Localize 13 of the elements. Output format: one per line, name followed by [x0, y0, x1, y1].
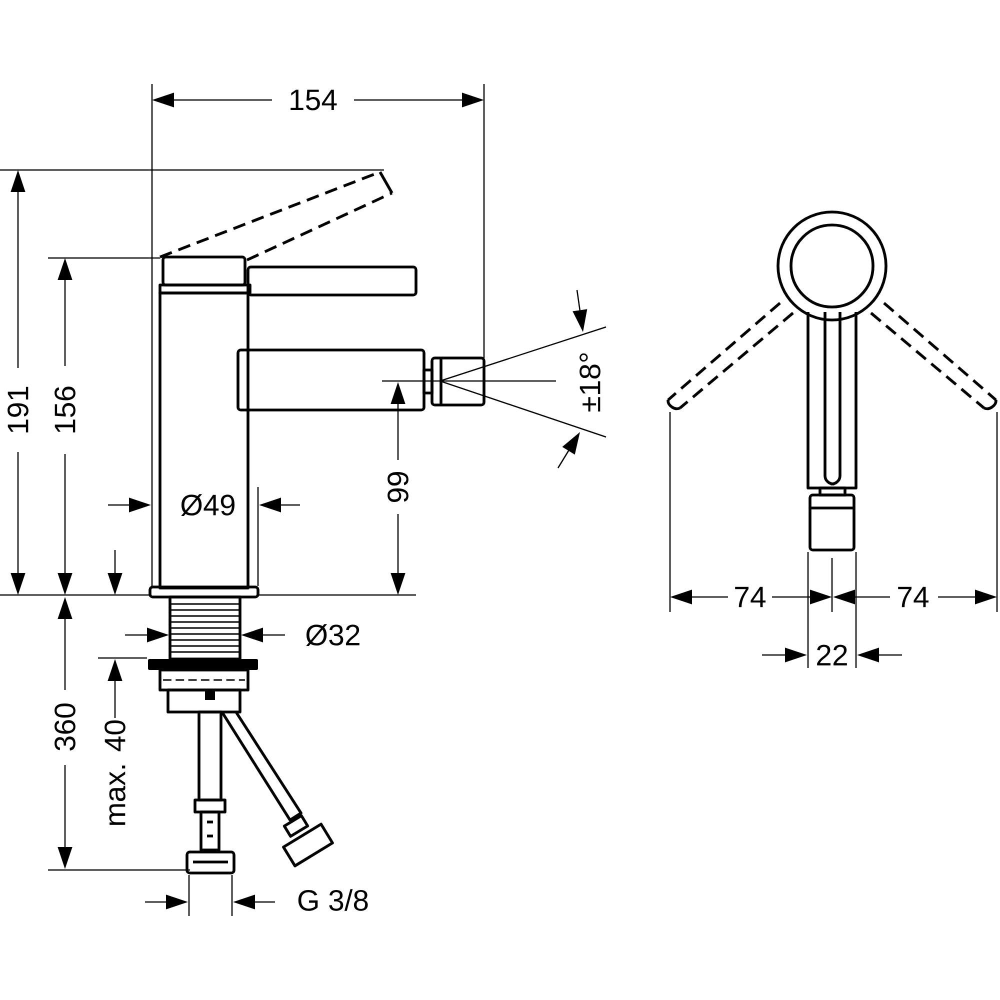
dimension-label: 99 [388, 472, 408, 502]
dimension-label: Ø49 [181, 494, 234, 516]
dimension-label: G 3/8 [298, 889, 368, 911]
dimension-label: max. 40 [104, 720, 126, 825]
dimension-label: 154 [290, 90, 337, 110]
dimension-label: 191 [8, 386, 28, 432]
dimension-label: 22 [817, 644, 847, 666]
dimension-label: ±18° [580, 353, 600, 412]
dimension-label: 74 [898, 586, 929, 608]
dimension-label: Ø32 [306, 624, 360, 646]
dimension-label: 360 [54, 704, 76, 751]
dimension-label: 74 [735, 586, 766, 608]
dimension-label: 156 [54, 386, 76, 432]
